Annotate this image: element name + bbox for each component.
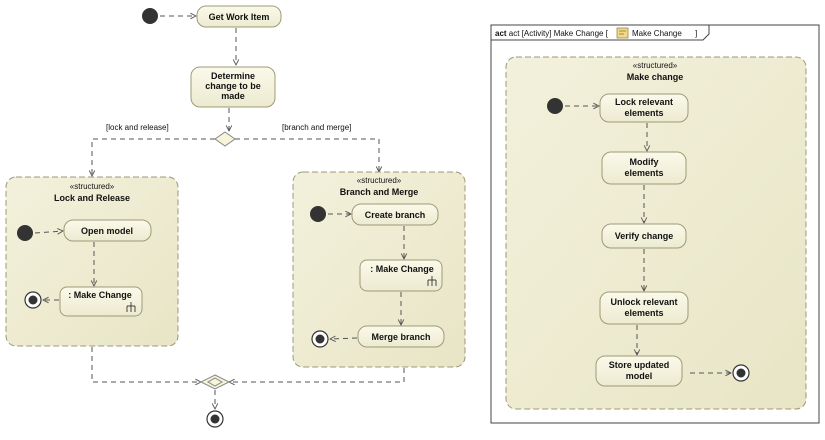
activity-diagram-icon [616, 27, 629, 39]
make-change-stereotype: «structured» [633, 61, 678, 70]
action-lock-relevant-elements[interactable]: Lock relevant elements [599, 93, 689, 123]
decision-node [214, 131, 236, 147]
action-merge-branch[interactable]: Merge branch [357, 325, 445, 348]
lock-region-stereotype: «structured» [70, 182, 115, 191]
action-modify-line1: Modify [630, 157, 659, 167]
merge-node [199, 374, 231, 390]
action-determine-line2: change to be [205, 81, 261, 91]
make-change-final-node [732, 364, 750, 382]
lock-region-title: Lock and Release [54, 193, 130, 203]
action-determine-line1: Determine [211, 71, 255, 81]
call-make-change-branch-label: : Make Change [370, 264, 434, 274]
call-behavior-make-change-lock[interactable]: : Make Change [59, 286, 143, 317]
edge-branch-to-merge [229, 368, 405, 382]
make-change-title: Make change [627, 72, 684, 82]
action-get-work-item[interactable]: Get Work Item [196, 5, 282, 28]
initial-node [142, 8, 158, 24]
lock-final-node [24, 291, 42, 309]
action-open-model[interactable]: Open model [63, 219, 152, 242]
branch-final-node [311, 330, 329, 348]
guard-branch-and-merge: [branch and merge] [282, 123, 351, 132]
action-create-branch[interactable]: Create branch [351, 203, 439, 226]
call-make-change-lock-label: : Make Change [68, 290, 132, 300]
branch-region-stereotype: «structured» [357, 176, 402, 185]
action-store-line2: model [626, 371, 653, 381]
final-node [206, 410, 224, 428]
guard-lock-and-release: [lock and release] [106, 123, 169, 132]
action-verify-change-label: Verify change [615, 231, 674, 241]
edge-lock-to-merge [91, 347, 201, 382]
action-unlock-relevant-line1: Unlock relevant [610, 297, 677, 307]
action-lock-relevant-line1: Lock relevant [615, 97, 673, 107]
action-store-updated-model[interactable]: Store updated model [595, 355, 683, 387]
action-determine-change[interactable]: Determine change to be made [190, 66, 276, 108]
make-change-initial-node [547, 98, 563, 114]
action-modify-elements[interactable]: Modify elements [601, 151, 687, 185]
frame-label-name: Make Change [632, 29, 682, 38]
frame-label-prefix: act [Activity] Make Change [ [509, 29, 609, 38]
call-behavior-make-change-branch[interactable]: : Make Change [359, 259, 443, 292]
action-verify-change[interactable]: Verify change [601, 223, 687, 249]
edge-decision-to-lock [92, 138, 215, 176]
region-lock-and-release: «structured» Lock and Release [5, 176, 179, 347]
edge-merge-to-branch-final [330, 338, 358, 339]
rake-icon [427, 276, 437, 286]
action-get-work-item-label: Get Work Item [209, 12, 270, 22]
action-create-branch-label: Create branch [365, 210, 426, 220]
action-store-line1: Store updated [609, 360, 670, 370]
action-unlock-relevant-elements[interactable]: Unlock relevant elements [599, 291, 689, 325]
branch-initial-node [310, 206, 326, 222]
lock-initial-node [17, 225, 33, 241]
edge-lock-start-to-open [34, 231, 63, 233]
action-lock-relevant-line2: elements [624, 108, 663, 118]
action-open-model-label: Open model [81, 226, 133, 236]
action-unlock-relevant-line2: elements [624, 308, 663, 318]
frame-label-suffix: ] [695, 29, 697, 38]
action-modify-line2: elements [624, 168, 663, 178]
rake-icon [126, 302, 136, 312]
branch-region-title: Branch and Merge [340, 187, 419, 197]
action-merge-branch-label: Merge branch [371, 332, 430, 342]
action-determine-line3: made [221, 91, 245, 101]
edge-decision-to-branch [235, 138, 379, 172]
frame-label: act act [Activity] Make Change [ [495, 29, 609, 38]
